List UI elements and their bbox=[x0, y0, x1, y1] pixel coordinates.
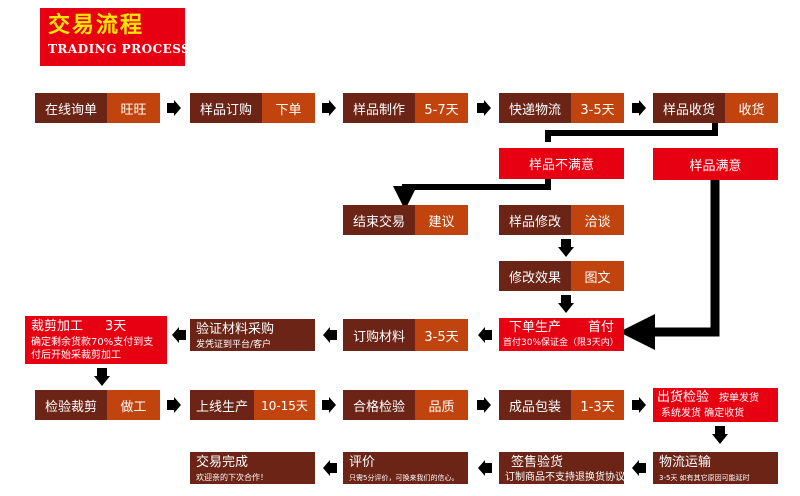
branch-unsatisfied: 样品不满意 bbox=[499, 148, 624, 179]
arrow-right-icon bbox=[477, 100, 491, 116]
connector-satisfied-to-production bbox=[619, 180, 720, 350]
step-sample-receive: 样品收货 收货 bbox=[653, 93, 778, 123]
step-verify-materials: 验证材料采购 发凭证到平台/客户 bbox=[190, 319, 315, 351]
arrow-right-icon bbox=[322, 397, 336, 413]
banner-subtitle: TRADING PROCESS bbox=[48, 42, 191, 56]
arrow-left-icon bbox=[323, 327, 337, 343]
step-deal-complete: 交易完成 欢迎亲的下次合作！ bbox=[190, 452, 315, 484]
step-shipping-check: 出货检验按单发货 系统发货 确定收货 bbox=[653, 388, 778, 422]
arrow-right-icon bbox=[477, 397, 491, 413]
step-online-production: 上线生产 10-15天 bbox=[190, 390, 315, 420]
step-review: 评价 只需5分评价，可换来我们的信心。 bbox=[343, 452, 468, 484]
connector-unsatisfied-to-end bbox=[393, 179, 551, 210]
title-banner: 交易流程 TRADING PROCESS bbox=[40, 8, 191, 66]
arrow-right-icon bbox=[167, 397, 181, 413]
arrow-right-icon bbox=[322, 100, 336, 116]
arrow-right-icon bbox=[167, 100, 181, 116]
step-sample-order: 样品订购 下单 bbox=[190, 93, 315, 123]
step-inspect-cutting: 检验裁剪 做工 bbox=[35, 390, 160, 420]
step-express: 快递物流 3-5天 bbox=[499, 93, 624, 123]
arrow-left-icon bbox=[172, 327, 186, 343]
arrow-left-icon bbox=[478, 460, 492, 476]
arrow-left-icon bbox=[323, 460, 337, 476]
step-quality-check: 合格检验 品质 bbox=[343, 390, 468, 420]
arrow-left-icon bbox=[478, 327, 492, 343]
step-order-production: 下单生产首付 首付30%保证金（限3天内） bbox=[499, 318, 624, 351]
arrow-down-icon bbox=[94, 368, 110, 386]
step-modify-effect: 修改效果 图文 bbox=[499, 261, 624, 291]
step-logistics: 物流运输 3-5天 如有其它原因可能延时 bbox=[653, 452, 778, 484]
step-sign-inspect: 签售验货 订制商品不支持退换货协议 bbox=[499, 452, 624, 484]
arrow-right-icon bbox=[632, 100, 646, 116]
step-sample-making: 样品制作 5-7天 bbox=[343, 93, 468, 123]
banner-title: 交易流程 bbox=[48, 13, 145, 38]
connector-receive-to-unsatisfied bbox=[545, 123, 718, 142]
arrow-left-icon bbox=[632, 460, 646, 476]
step-order-materials: 订购材料 3-5天 bbox=[343, 319, 468, 351]
arrow-down-icon bbox=[558, 239, 574, 257]
step-sample-modify: 样品修改 洽谈 bbox=[499, 205, 624, 235]
arrow-right-icon bbox=[632, 397, 646, 413]
step-online-inquiry: 在线询单 旺旺 bbox=[35, 93, 160, 123]
arrow-down-icon bbox=[712, 426, 728, 444]
step-packing: 成品包装 1-3天 bbox=[499, 390, 624, 420]
step-end-deal: 结束交易 建议 bbox=[343, 205, 468, 235]
branch-satisfied: 样品满意 bbox=[653, 148, 778, 180]
arrow-down-icon bbox=[558, 295, 574, 313]
